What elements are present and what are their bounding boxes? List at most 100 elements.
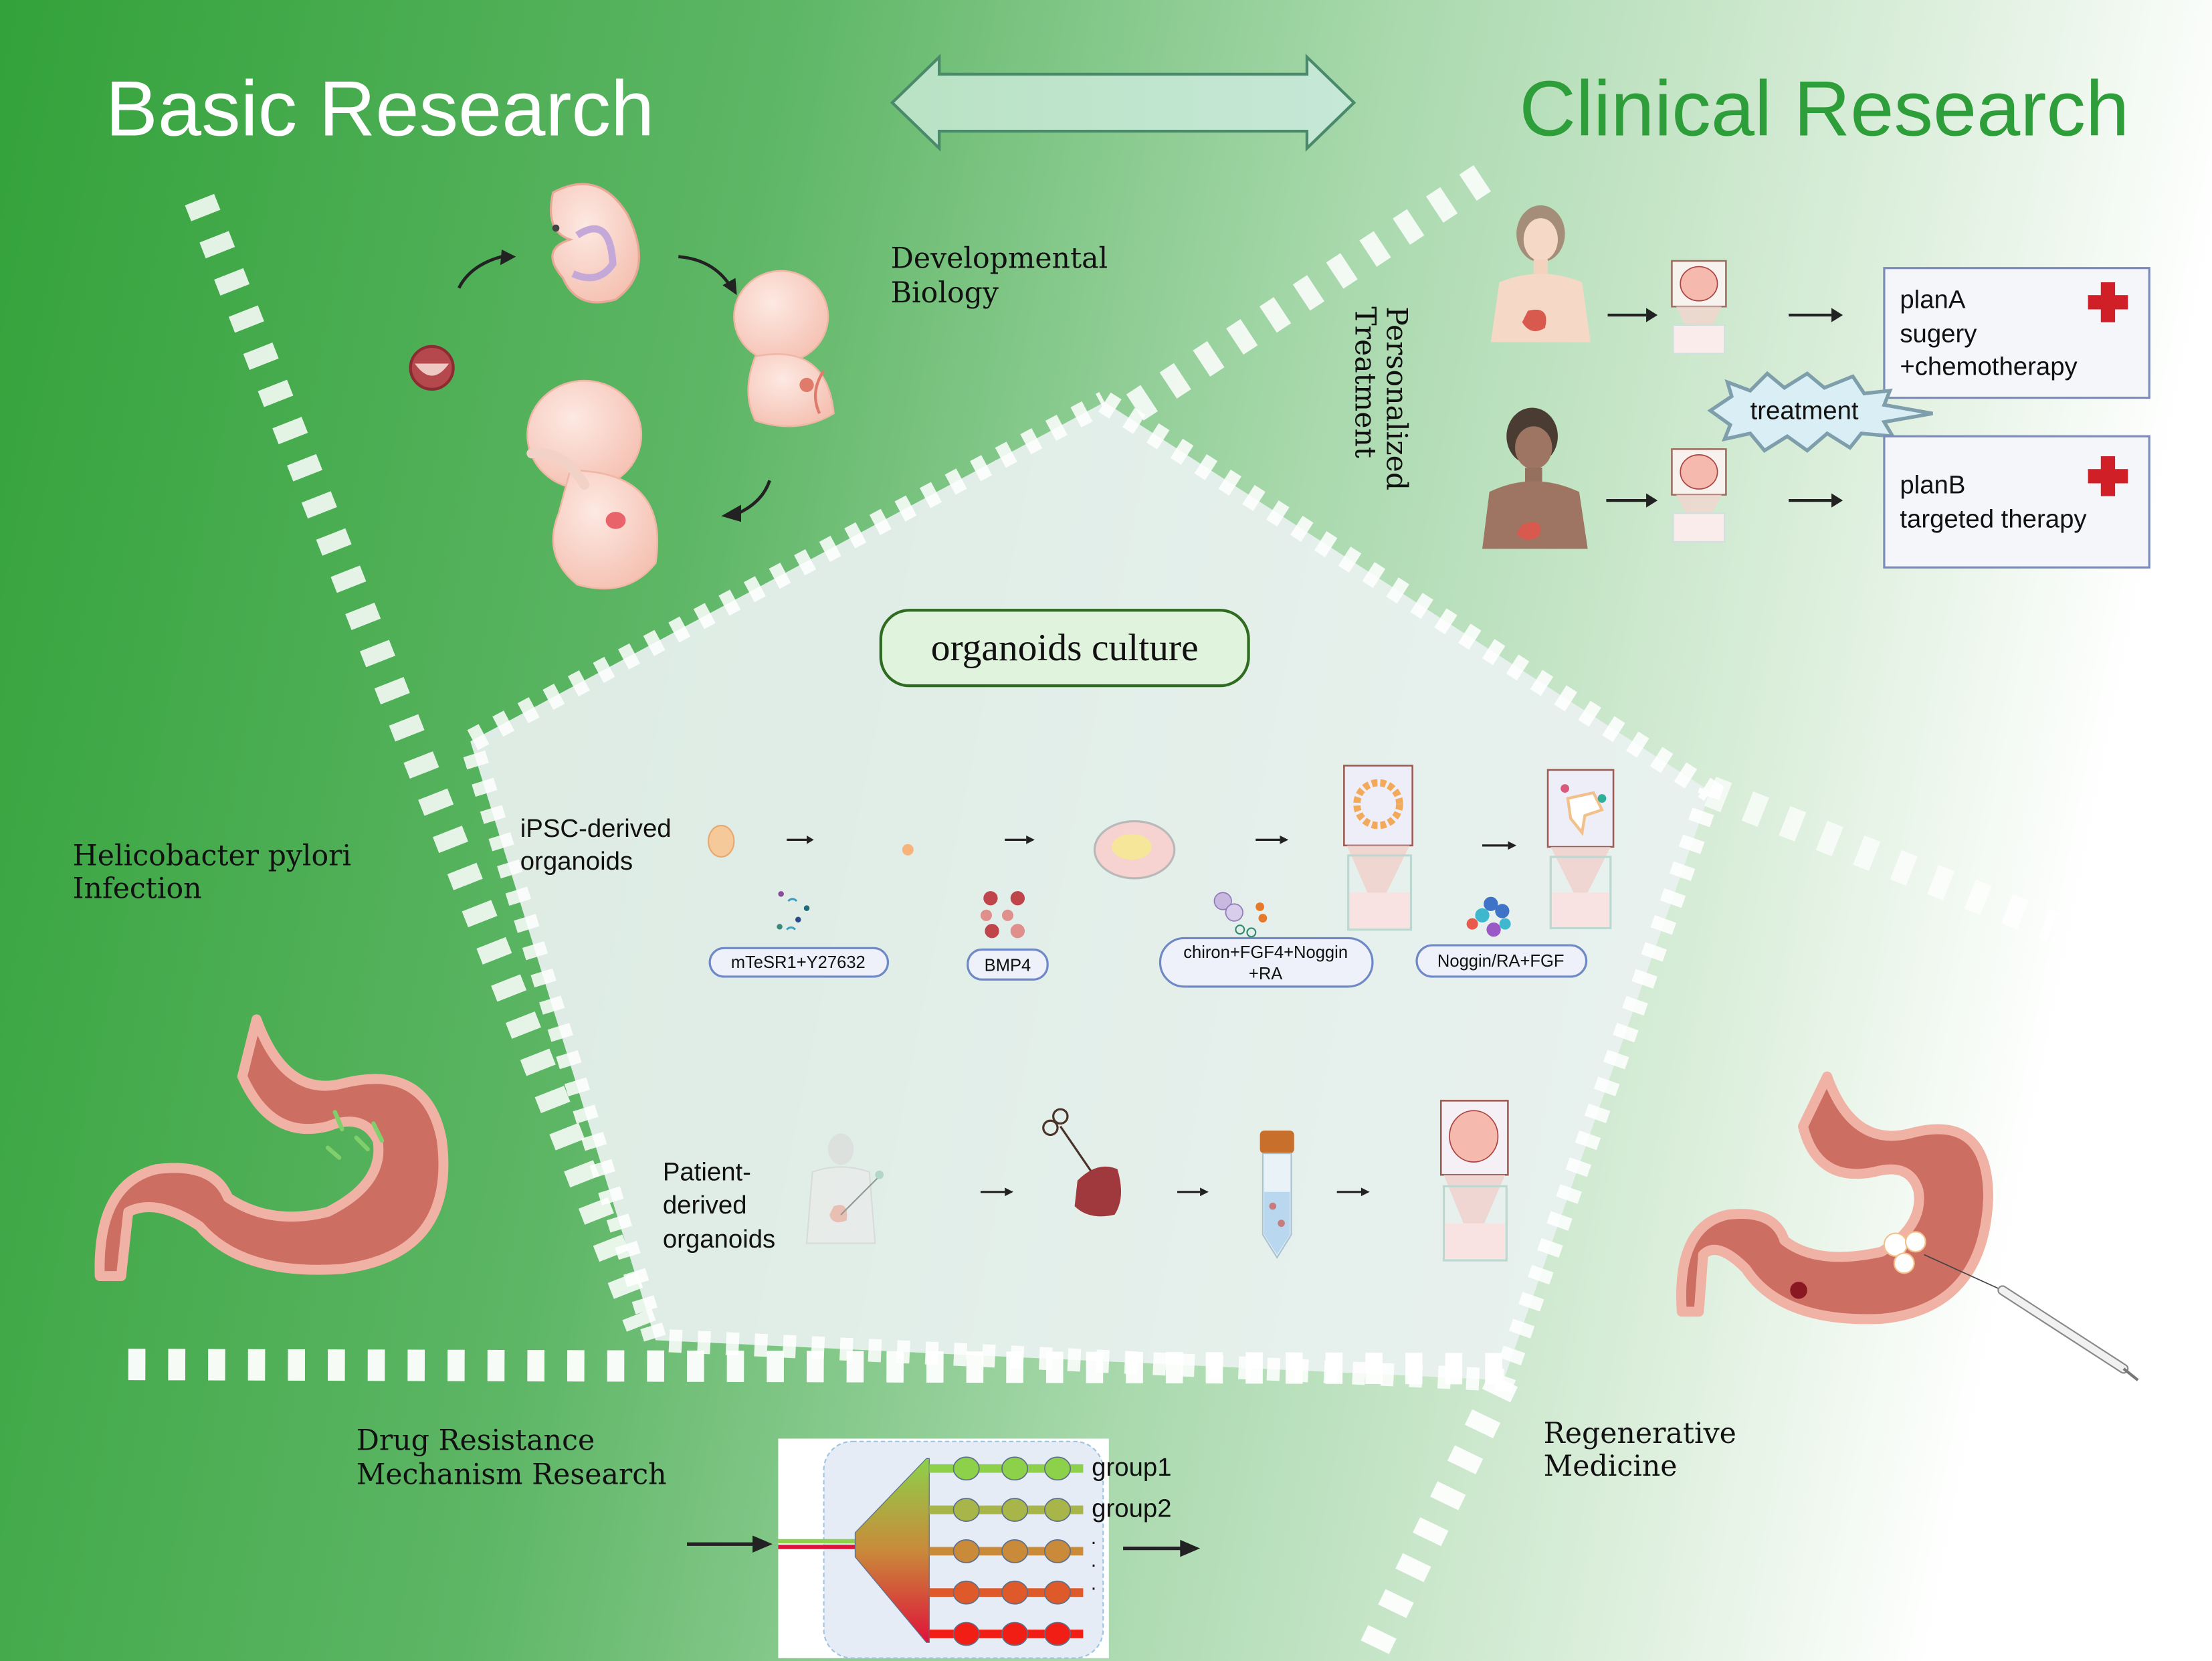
factor-pill-label: Noggin/RA+FGF bbox=[1437, 952, 1565, 971]
lineage-node bbox=[1001, 1456, 1029, 1481]
embryoid-body-icon bbox=[902, 844, 914, 856]
helicobacter-title-2: Infection bbox=[73, 872, 202, 906]
red-cross-icon bbox=[2088, 456, 2128, 496]
arrowhead-icon bbox=[500, 249, 516, 266]
organoid-well-icon bbox=[1671, 448, 1727, 543]
branched-organoid-well-icon bbox=[1546, 769, 1615, 930]
drug-resistance-title: Drug Resistance bbox=[357, 1424, 595, 1458]
group1-label: group1 bbox=[1092, 1453, 1171, 1482]
arrowhead-icon bbox=[1646, 493, 1658, 508]
arrow-icon bbox=[737, 480, 771, 515]
pentagon-dashed-border bbox=[456, 391, 1724, 1392]
developmental-biology-title: Developmental bbox=[891, 242, 1108, 276]
patient-derived-label-3: organoids bbox=[663, 1225, 775, 1254]
fetus-icon bbox=[733, 270, 835, 427]
factor-pill: BMP4 bbox=[967, 948, 1049, 981]
male-patient-icon bbox=[1482, 407, 1588, 549]
arrowhead-icon bbox=[752, 1535, 773, 1553]
arrowhead-icon bbox=[807, 835, 814, 844]
stem-cell-icon bbox=[707, 824, 735, 858]
plan-a-line2: sugery bbox=[1900, 320, 1977, 349]
arrowhead-icon bbox=[1280, 835, 1289, 844]
personalized-treatment-section: Personalized Treatment planA sugery +che… bbox=[1348, 205, 2150, 569]
plan-a-title: planA bbox=[1900, 285, 1965, 314]
arrowhead-icon bbox=[1026, 835, 1035, 844]
ellipsis-dot: · bbox=[1090, 1577, 1097, 1599]
arrowhead-icon bbox=[1508, 841, 1517, 850]
lineage-node bbox=[1001, 1580, 1029, 1605]
helicobacter-title: Helicobacter pylori bbox=[73, 840, 352, 873]
lineage-node bbox=[1044, 1580, 1072, 1605]
arrowhead-icon bbox=[1180, 1539, 1201, 1557]
spheroid-well-icon bbox=[1343, 765, 1413, 931]
lineage-node bbox=[952, 1498, 980, 1522]
organoids-culture-section: organoids culture iPSC-derived organoids bbox=[520, 609, 1615, 1262]
double-arrow-icon bbox=[890, 54, 1356, 152]
regenerative-medicine-title: Regenerative bbox=[1544, 1417, 1736, 1450]
noggin-ra-fgf-icon bbox=[1466, 896, 1511, 937]
personalized-treatment-title-2: Treatment bbox=[1348, 306, 1381, 458]
factor-pill-label: BMP4 bbox=[985, 956, 1031, 975]
lineage-node bbox=[1044, 1622, 1072, 1646]
lineage-node bbox=[952, 1456, 980, 1481]
culture-pentagon bbox=[470, 402, 1710, 1381]
plan-b-card: planB targeted therapy bbox=[1883, 435, 2150, 569]
plan-b-title: planB bbox=[1900, 470, 1965, 499]
clonal-evolution-chart bbox=[778, 1438, 1109, 1659]
growth-factor-cluster-icon bbox=[1213, 892, 1268, 938]
regenerative-medicine-section: Regenerative Medicine bbox=[1544, 1071, 2139, 1483]
organoids-culture-title: organoids culture bbox=[931, 627, 1199, 669]
blastocyst-icon bbox=[409, 345, 455, 391]
group2-label: group2 bbox=[1092, 1494, 1171, 1523]
lineage-node bbox=[952, 1622, 980, 1646]
treatment-burst: treatment bbox=[1707, 371, 1933, 453]
arrow-icon bbox=[678, 255, 731, 286]
lineage-node bbox=[1044, 1456, 1072, 1481]
petri-dish-icon bbox=[1093, 820, 1176, 880]
developmental-biology-section: Developmental Biology bbox=[409, 183, 1108, 590]
factor-pill-label: chiron+FGF4+Noggin bbox=[1183, 943, 1348, 962]
plan-a-card: planA sugery +chemotherapy bbox=[1883, 267, 2150, 399]
arrowhead-icon bbox=[1361, 1187, 1370, 1197]
clinical-research-title: Clinical Research bbox=[1519, 64, 2129, 152]
lineage-node bbox=[952, 1580, 980, 1605]
early-embryo-icon bbox=[550, 183, 640, 304]
arrowhead-icon bbox=[1646, 308, 1658, 322]
lineage-node bbox=[1001, 1539, 1029, 1563]
organoid-well-icon bbox=[1671, 260, 1727, 355]
arrowhead-icon bbox=[1831, 308, 1843, 322]
infected-stomach-icon bbox=[94, 1014, 449, 1282]
drug-resistance-title-2: Mechanism Research bbox=[357, 1458, 667, 1492]
stomach-injection-icon bbox=[1676, 1071, 2139, 1381]
bmp4-protein-icon bbox=[980, 891, 1025, 939]
lineage-node bbox=[952, 1539, 980, 1563]
patient-derived-label-2: derived bbox=[663, 1191, 747, 1219]
divider-bands bbox=[128, 165, 2058, 1661]
developmental-biology-title-2: Biology bbox=[891, 276, 999, 310]
small-molecules-icon bbox=[777, 891, 810, 931]
regenerative-medicine-title-2: Medicine bbox=[1544, 1450, 1678, 1483]
female-patient-icon bbox=[1490, 205, 1591, 343]
arrowhead-icon bbox=[1005, 1187, 1013, 1197]
arrow-icon bbox=[458, 255, 502, 289]
drug-resistance-section: Drug Resistance Mechanism Research group… bbox=[357, 1424, 1201, 1659]
lineage-node bbox=[1044, 1539, 1072, 1563]
factor-pill: mTeSR1+Y27632 bbox=[708, 947, 890, 978]
arrowhead-icon bbox=[1200, 1187, 1209, 1197]
treatment-label: treatment bbox=[1750, 397, 1859, 425]
organoid-well-icon bbox=[1439, 1100, 1509, 1262]
arrowhead-icon bbox=[722, 278, 737, 296]
centrifuge-tube-icon bbox=[1260, 1131, 1294, 1259]
factor-pill-label-2: +RA bbox=[1249, 965, 1282, 983]
plan-b-line2: targeted therapy bbox=[1900, 505, 2087, 534]
late-fetus-icon bbox=[526, 379, 659, 590]
factor-pill: Noggin/RA+FGF bbox=[1415, 944, 1588, 978]
lineage-node bbox=[1001, 1498, 1029, 1522]
plan-a-line3: +chemotherapy bbox=[1900, 353, 2078, 381]
ipsc-label-2: organoids bbox=[520, 847, 633, 876]
ipsc-label: iPSC-derived bbox=[520, 814, 672, 843]
tissue-scissors-icon bbox=[1042, 1108, 1122, 1217]
red-cross-icon bbox=[2088, 282, 2128, 322]
arrowhead-icon bbox=[721, 504, 742, 522]
lineage-node bbox=[1001, 1622, 1029, 1646]
